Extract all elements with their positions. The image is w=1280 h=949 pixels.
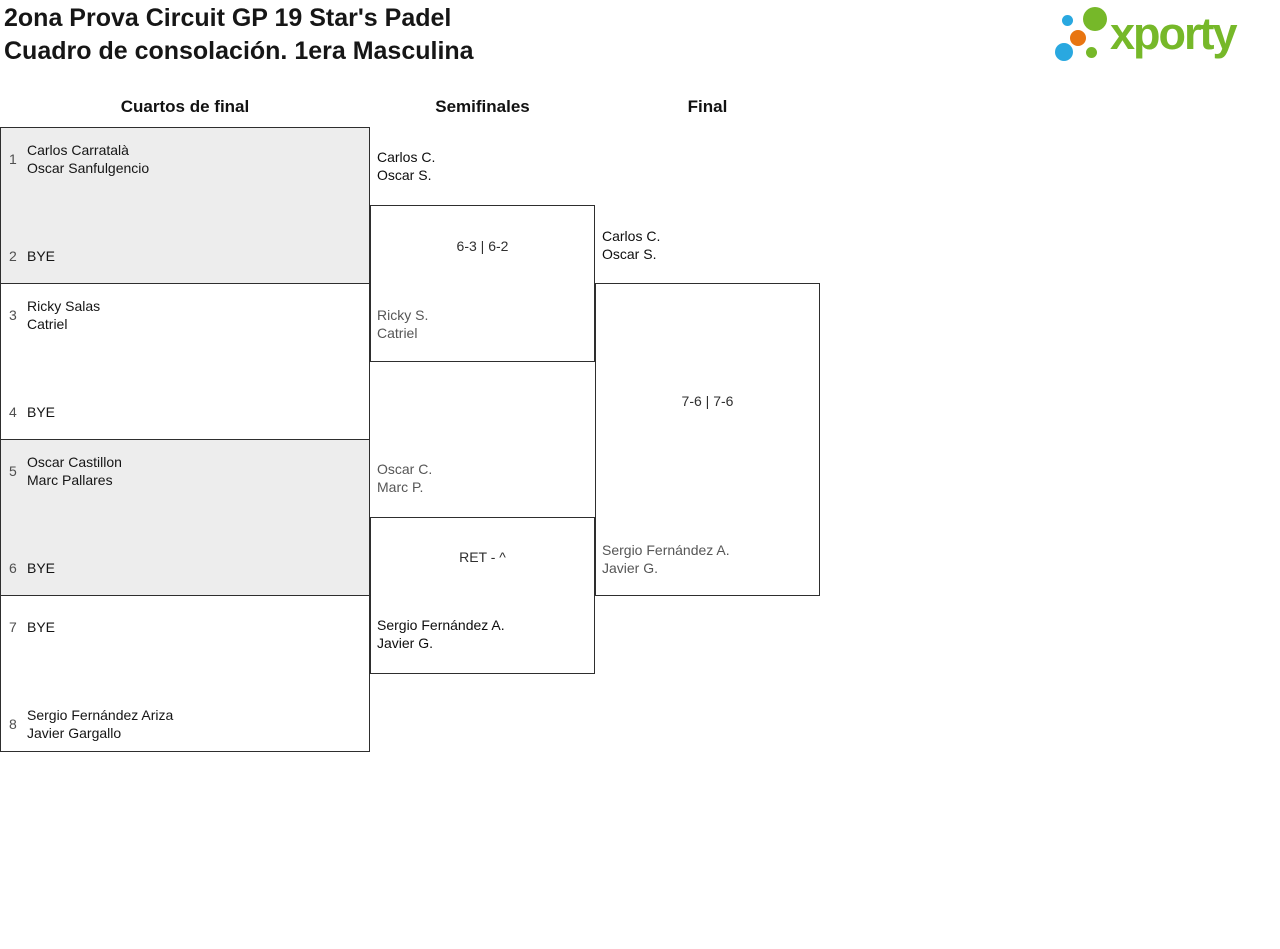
qf-match-2[interactable]: 3 Ricky Salas Catriel 4 BYE: [0, 283, 370, 440]
logo-dot-green-small-icon: [1086, 47, 1097, 58]
seed-number: 1: [9, 151, 17, 167]
seed-number: 2: [9, 248, 17, 264]
player-name: Sergio Fernández A.: [602, 542, 730, 558]
player-name: Ricky Salas: [27, 298, 101, 314]
participant-row: 6 BYE: [9, 549, 359, 587]
participant-name: Carlos Carratalà Oscar Sanfulgencio: [27, 141, 149, 177]
participant-name: BYE: [27, 403, 55, 421]
player-name: Catriel: [377, 325, 418, 341]
player-name: Sergio Fernández Ariza: [27, 707, 174, 723]
qf-match-1[interactable]: 1 Carlos Carratalà Oscar Sanfulgencio 2 …: [0, 127, 370, 284]
participant-name: Sergio Fernández A. Javier G.: [602, 541, 730, 577]
participant-name: Oscar Castillon Marc Pallares: [27, 453, 122, 489]
sf-match-1[interactable]: [370, 205, 595, 362]
player-name: BYE: [27, 560, 56, 576]
round-header-semifinales: Semifinales: [435, 97, 530, 116]
seed-number: 6: [9, 560, 17, 576]
player-name: Javier G.: [602, 560, 659, 576]
participant-name: BYE: [27, 559, 55, 577]
sf-match-2[interactable]: [370, 517, 595, 674]
participant-name: BYE: [27, 618, 55, 636]
participant-name: Sergio Fernández A. Javier G.: [377, 616, 505, 652]
logo-dot-orange-icon: [1070, 30, 1086, 46]
participant-row: 4 BYE: [9, 393, 359, 431]
player-name: Carlos C.: [602, 228, 661, 244]
seed-number: 3: [9, 307, 17, 323]
player-name: Oscar S.: [602, 246, 657, 262]
logo-text: xporty: [1110, 8, 1238, 59]
round-header-final: Final: [687, 97, 728, 116]
player-name: Carlos Carratalà: [27, 142, 129, 158]
seed-number: 8: [9, 716, 17, 732]
seed-number: 5: [9, 463, 17, 479]
participant-row: 5 Oscar Castillon Marc Pallares: [9, 452, 359, 490]
participant-row: 7 BYE: [9, 608, 359, 646]
participant-name: Sergio Fernández Ariza Javier Gargallo: [27, 706, 173, 742]
qf-match-4[interactable]: 7 BYE 8 Sergio Fernández Ariza Javier Ga…: [0, 595, 370, 752]
seed-number: 4: [9, 404, 17, 420]
player-name: Javier G.: [377, 635, 434, 651]
player-name: Javier Gargallo: [27, 725, 122, 741]
round-header-cuartos: Cuartos de final: [120, 97, 250, 116]
participant-row: 8 Sergio Fernández Ariza Javier Gargallo: [9, 705, 359, 743]
tournament-subtitle: Cuadro de consolación. 1era Masculina: [4, 37, 474, 65]
player-name: Carlos C.: [377, 149, 436, 165]
seed-number: 7: [9, 619, 17, 635]
participant-name: Carlos C. Oscar S.: [377, 148, 435, 184]
participant-name: Carlos C. Oscar S.: [602, 227, 660, 263]
player-name: Oscar Sanfulgencio: [27, 160, 150, 176]
final-match[interactable]: [595, 283, 820, 596]
logo-dot-blue-small-icon: [1062, 15, 1073, 26]
participant-name: Ricky Salas Catriel: [27, 297, 100, 333]
participant-name: Oscar C. Marc P.: [377, 460, 432, 496]
player-name: Marc Pallares: [27, 472, 113, 488]
logo-dot-green-large-icon: [1083, 7, 1107, 31]
tournament-title: 2ona Prova Circuit GP 19 Star's Padel: [4, 4, 452, 32]
participant-row: 2 BYE: [9, 237, 359, 275]
player-name: Catriel: [27, 316, 68, 332]
qf-match-3[interactable]: 5 Oscar Castillon Marc Pallares 6 BYE: [0, 439, 370, 596]
player-name: Oscar S.: [377, 167, 432, 183]
match-score: 6-3 | 6-2: [456, 238, 509, 254]
player-name: Sergio Fernández A.: [377, 617, 505, 633]
player-name: BYE: [27, 619, 56, 635]
participant-row: 1 Carlos Carratalà Oscar Sanfulgencio: [9, 140, 359, 178]
player-name: Oscar Castillon: [27, 454, 122, 470]
logo-dot-blue-large-icon: [1055, 43, 1073, 61]
match-score: 7-6 | 7-6: [681, 393, 734, 409]
player-name: Marc P.: [377, 479, 424, 495]
player-name: BYE: [27, 404, 56, 420]
xporty-logo[interactable]: xporty: [1050, 0, 1280, 70]
player-name: Oscar C.: [377, 461, 433, 477]
participant-name: BYE: [27, 247, 55, 265]
player-name: BYE: [27, 248, 56, 264]
match-score: RET - ^: [459, 549, 506, 565]
participant-row: 3 Ricky Salas Catriel: [9, 296, 359, 334]
tournament-title-block: 2ona Prova Circuit GP 19 Star's Padel Cu…: [4, 2, 474, 68]
participant-name: Ricky S. Catriel: [377, 306, 428, 342]
player-name: Ricky S.: [377, 307, 429, 323]
